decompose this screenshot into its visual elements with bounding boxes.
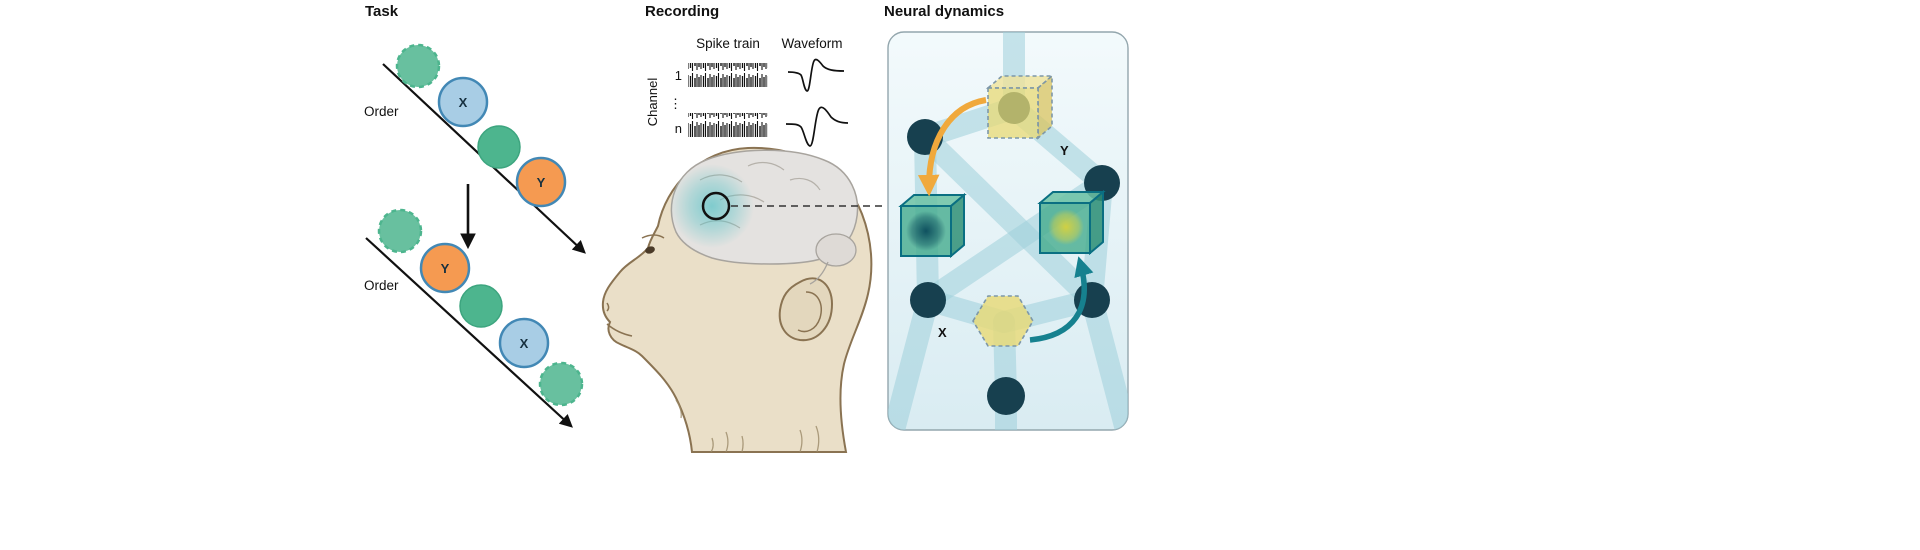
stim-circle-y-1 — [515, 156, 567, 208]
neural-network: Y X — [888, 32, 1128, 430]
task-title: Task — [365, 3, 399, 20]
stim-x-label-2: X — [520, 336, 529, 351]
neural-y-label: Y — [1060, 143, 1069, 158]
stim-y-label-2: Y — [441, 261, 450, 276]
monkey-fur-strokes — [675, 399, 820, 453]
recording-site-ring — [701, 191, 731, 221]
active-cube-right-core — [1048, 209, 1084, 245]
recording-panel: Recording Spike train Waveform Channel 1… — [601, 3, 886, 453]
recording-title: Recording — [645, 3, 719, 20]
stim-circle-green-1 — [477, 125, 521, 169]
stim-circle-x-2 — [498, 317, 550, 369]
stim-circle-y-2 — [419, 242, 471, 294]
monkey-ear-inner — [797, 291, 822, 333]
brain-cerebellum — [815, 233, 857, 267]
monkey-eye — [645, 246, 655, 254]
brain-stem — [809, 261, 829, 285]
spike-train-label: Spike train — [696, 36, 760, 51]
transition-arrow-orange — [917, 97, 987, 197]
monkey-head — [601, 146, 873, 453]
transition-arrow-teal — [1029, 256, 1094, 343]
stim-x-label-1: X — [459, 95, 468, 110]
stim-circle-green-dashed-2 — [377, 208, 423, 254]
stim-circle-green-2 — [459, 284, 503, 328]
spike-train-row-n — [688, 113, 768, 137]
waveform-row-1 — [787, 58, 845, 92]
task-panel: Task Order X Y Order Y X — [364, 3, 586, 428]
stim-circle-green-dashed-3 — [538, 361, 584, 407]
neural-x-label: X — [938, 325, 947, 340]
network-node — [987, 377, 1025, 415]
neural-title: Neural dynamics — [884, 3, 1004, 20]
spike-train-row-1 — [688, 63, 768, 87]
channel-1-label: 1 — [675, 68, 682, 83]
active-cube-left-glow — [906, 211, 946, 251]
network-node — [910, 282, 946, 318]
waveform-row-n — [785, 106, 849, 147]
neural-dynamics-panel: Neural dynamics — [884, 3, 1129, 431]
monkey-ear — [778, 277, 834, 342]
stim-circle-x-1 — [437, 76, 489, 128]
subspace-hexagon-x — [972, 295, 1034, 347]
recording-site-glow — [670, 164, 754, 248]
stim-circle-green-dashed-1 — [395, 43, 441, 89]
channel-axis-label: Channel — [645, 78, 660, 127]
monkey-mouth — [606, 323, 633, 337]
order-label-2: Order — [364, 278, 399, 293]
monkey-brow — [641, 234, 665, 239]
stim-y-label-1: Y — [537, 175, 546, 190]
subspace-cube-y — [985, 74, 1055, 140]
order-label-1: Order — [364, 104, 399, 119]
channel-n-label: n — [675, 121, 682, 136]
channel-ellipsis: ⋮ — [669, 96, 682, 111]
monkey-nostril — [606, 302, 610, 312]
waveform-label: Waveform — [781, 36, 842, 51]
order-arrow-2 — [365, 237, 573, 428]
